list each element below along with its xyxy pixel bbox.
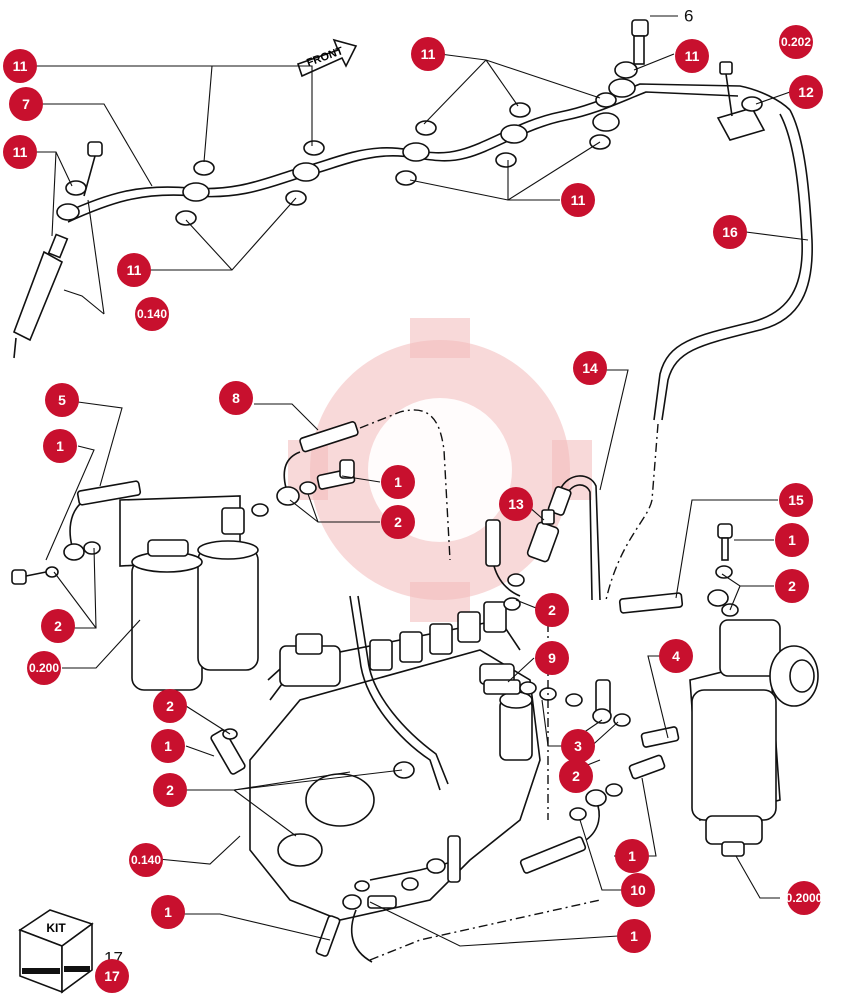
svg-text:1: 1 (630, 928, 638, 944)
callout[interactable]: 2 (535, 593, 569, 627)
svg-text:9: 9 (548, 650, 556, 666)
leader-lines (34, 53, 809, 947)
svg-text:1: 1 (164, 738, 172, 754)
ref-code-pump[interactable]: 0.140 (129, 843, 163, 877)
callout[interactable]: 16 (713, 215, 747, 249)
svg-text:4: 4 (672, 648, 680, 664)
right-fuel-filter (618, 523, 819, 857)
ref-code-left-filter[interactable]: 0.200 (27, 651, 61, 685)
svg-text:11: 11 (421, 46, 436, 62)
pipe-10 (369, 604, 680, 961)
svg-text:11: 11 (13, 58, 28, 74)
callout[interactable]: 2 (153, 689, 187, 723)
svg-text:8: 8 (232, 390, 240, 406)
callout[interactable]: 1 (775, 523, 809, 557)
kit-label: KIT (46, 921, 66, 935)
svg-text:1: 1 (628, 848, 636, 864)
svg-text:11: 11 (13, 144, 28, 160)
part-6-bolt: 6 (631, 7, 693, 65)
callout[interactable]: 1 (151, 729, 185, 763)
svg-text:11: 11 (571, 192, 586, 208)
svg-text:5: 5 (58, 392, 66, 408)
kit-box-icon: KIT (18, 909, 94, 994)
callout[interactable]: 2 (775, 569, 809, 603)
injector (12, 141, 103, 359)
leak-off-line (61, 61, 791, 226)
callout[interactable]: 14 (573, 351, 607, 385)
callout[interactable]: 4 (659, 639, 693, 673)
callout[interactable]: 10 (621, 873, 655, 907)
svg-text:1: 1 (788, 532, 796, 548)
callout[interactable]: 2 (41, 609, 75, 643)
ref-code-injector[interactable]: 0.140 (135, 297, 169, 331)
callout[interactable]: 1 (381, 465, 415, 499)
callout[interactable]: 1 (617, 919, 651, 953)
svg-text:2: 2 (788, 578, 796, 594)
callout[interactable]: 13 (499, 487, 533, 521)
callout[interactable]: 1 (151, 895, 185, 929)
svg-text:2: 2 (54, 618, 62, 634)
svg-text:10: 10 (630, 882, 646, 898)
callout[interactable]: 3 (561, 729, 595, 763)
injection-pump (210, 595, 541, 963)
callout[interactable]: 2 (153, 773, 187, 807)
svg-text:2: 2 (166, 698, 174, 714)
watermark-gear-logo (288, 318, 592, 622)
callout[interactable]: 11 (411, 37, 445, 71)
svg-text:11: 11 (127, 262, 142, 278)
svg-text:16: 16 (722, 224, 738, 240)
callout[interactable]: 9 (535, 641, 569, 675)
svg-text:13: 13 (508, 496, 524, 512)
svg-text:2: 2 (166, 782, 174, 798)
svg-text:12: 12 (798, 84, 814, 100)
svg-text:11: 11 (685, 48, 700, 64)
callout[interactable]: 2 (559, 759, 593, 793)
sensor-13-and-union-9 (483, 509, 631, 727)
ref-code-top-right[interactable]: 0.202 (779, 25, 813, 59)
callout[interactable]: 2 (381, 505, 415, 539)
callout[interactable]: 11 (3, 49, 37, 83)
svg-text:1: 1 (56, 438, 64, 454)
callout[interactable]: 11 (561, 183, 595, 217)
ref-codes: 0.202 0.140 0.200 0.140 0.2000 (27, 25, 823, 915)
front-arrow: FRONT (296, 38, 358, 78)
callout[interactable]: 11 (117, 253, 151, 287)
svg-text:14: 14 (582, 360, 598, 376)
svg-text:2: 2 (394, 514, 402, 530)
svg-text:0.2000: 0.2000 (786, 891, 823, 905)
svg-text:0.140: 0.140 (137, 307, 167, 321)
callout[interactable]: 17 (95, 959, 129, 993)
callout[interactable]: 5 (45, 383, 79, 417)
banjo-bolt (299, 459, 356, 495)
svg-text:2: 2 (548, 602, 556, 618)
svg-text:0.202: 0.202 (781, 35, 811, 49)
callout[interactable]: 12 (789, 75, 823, 109)
svg-text:15: 15 (788, 492, 804, 508)
callouts: 11 7 11 11 11 11 12 11 16 14 5 8 1 1 13 … (3, 37, 823, 993)
svg-text:3: 3 (574, 738, 582, 754)
part-6-label: 6 (684, 7, 693, 26)
callout[interactable]: 15 (779, 483, 813, 517)
left-fuel-filter (11, 480, 259, 691)
callout[interactable]: 7 (9, 87, 43, 121)
callout[interactable]: 8 (219, 381, 253, 415)
pipe-8 (251, 409, 451, 561)
svg-text:0.200: 0.200 (29, 661, 59, 675)
svg-text:7: 7 (22, 96, 30, 112)
svg-text:0.140: 0.140 (131, 853, 161, 867)
pipe-16-and-clamp (605, 61, 813, 601)
svg-text:17: 17 (104, 968, 120, 984)
callout[interactable]: 11 (675, 39, 709, 73)
svg-text:1: 1 (394, 474, 402, 490)
ref-code-right-filter[interactable]: 0.2000 (786, 881, 823, 915)
callout[interactable]: 11 (3, 135, 37, 169)
svg-text:1: 1 (164, 904, 172, 920)
callout[interactable]: 1 (615, 839, 649, 873)
svg-text:2: 2 (572, 768, 580, 784)
callout[interactable]: 1 (43, 429, 77, 463)
